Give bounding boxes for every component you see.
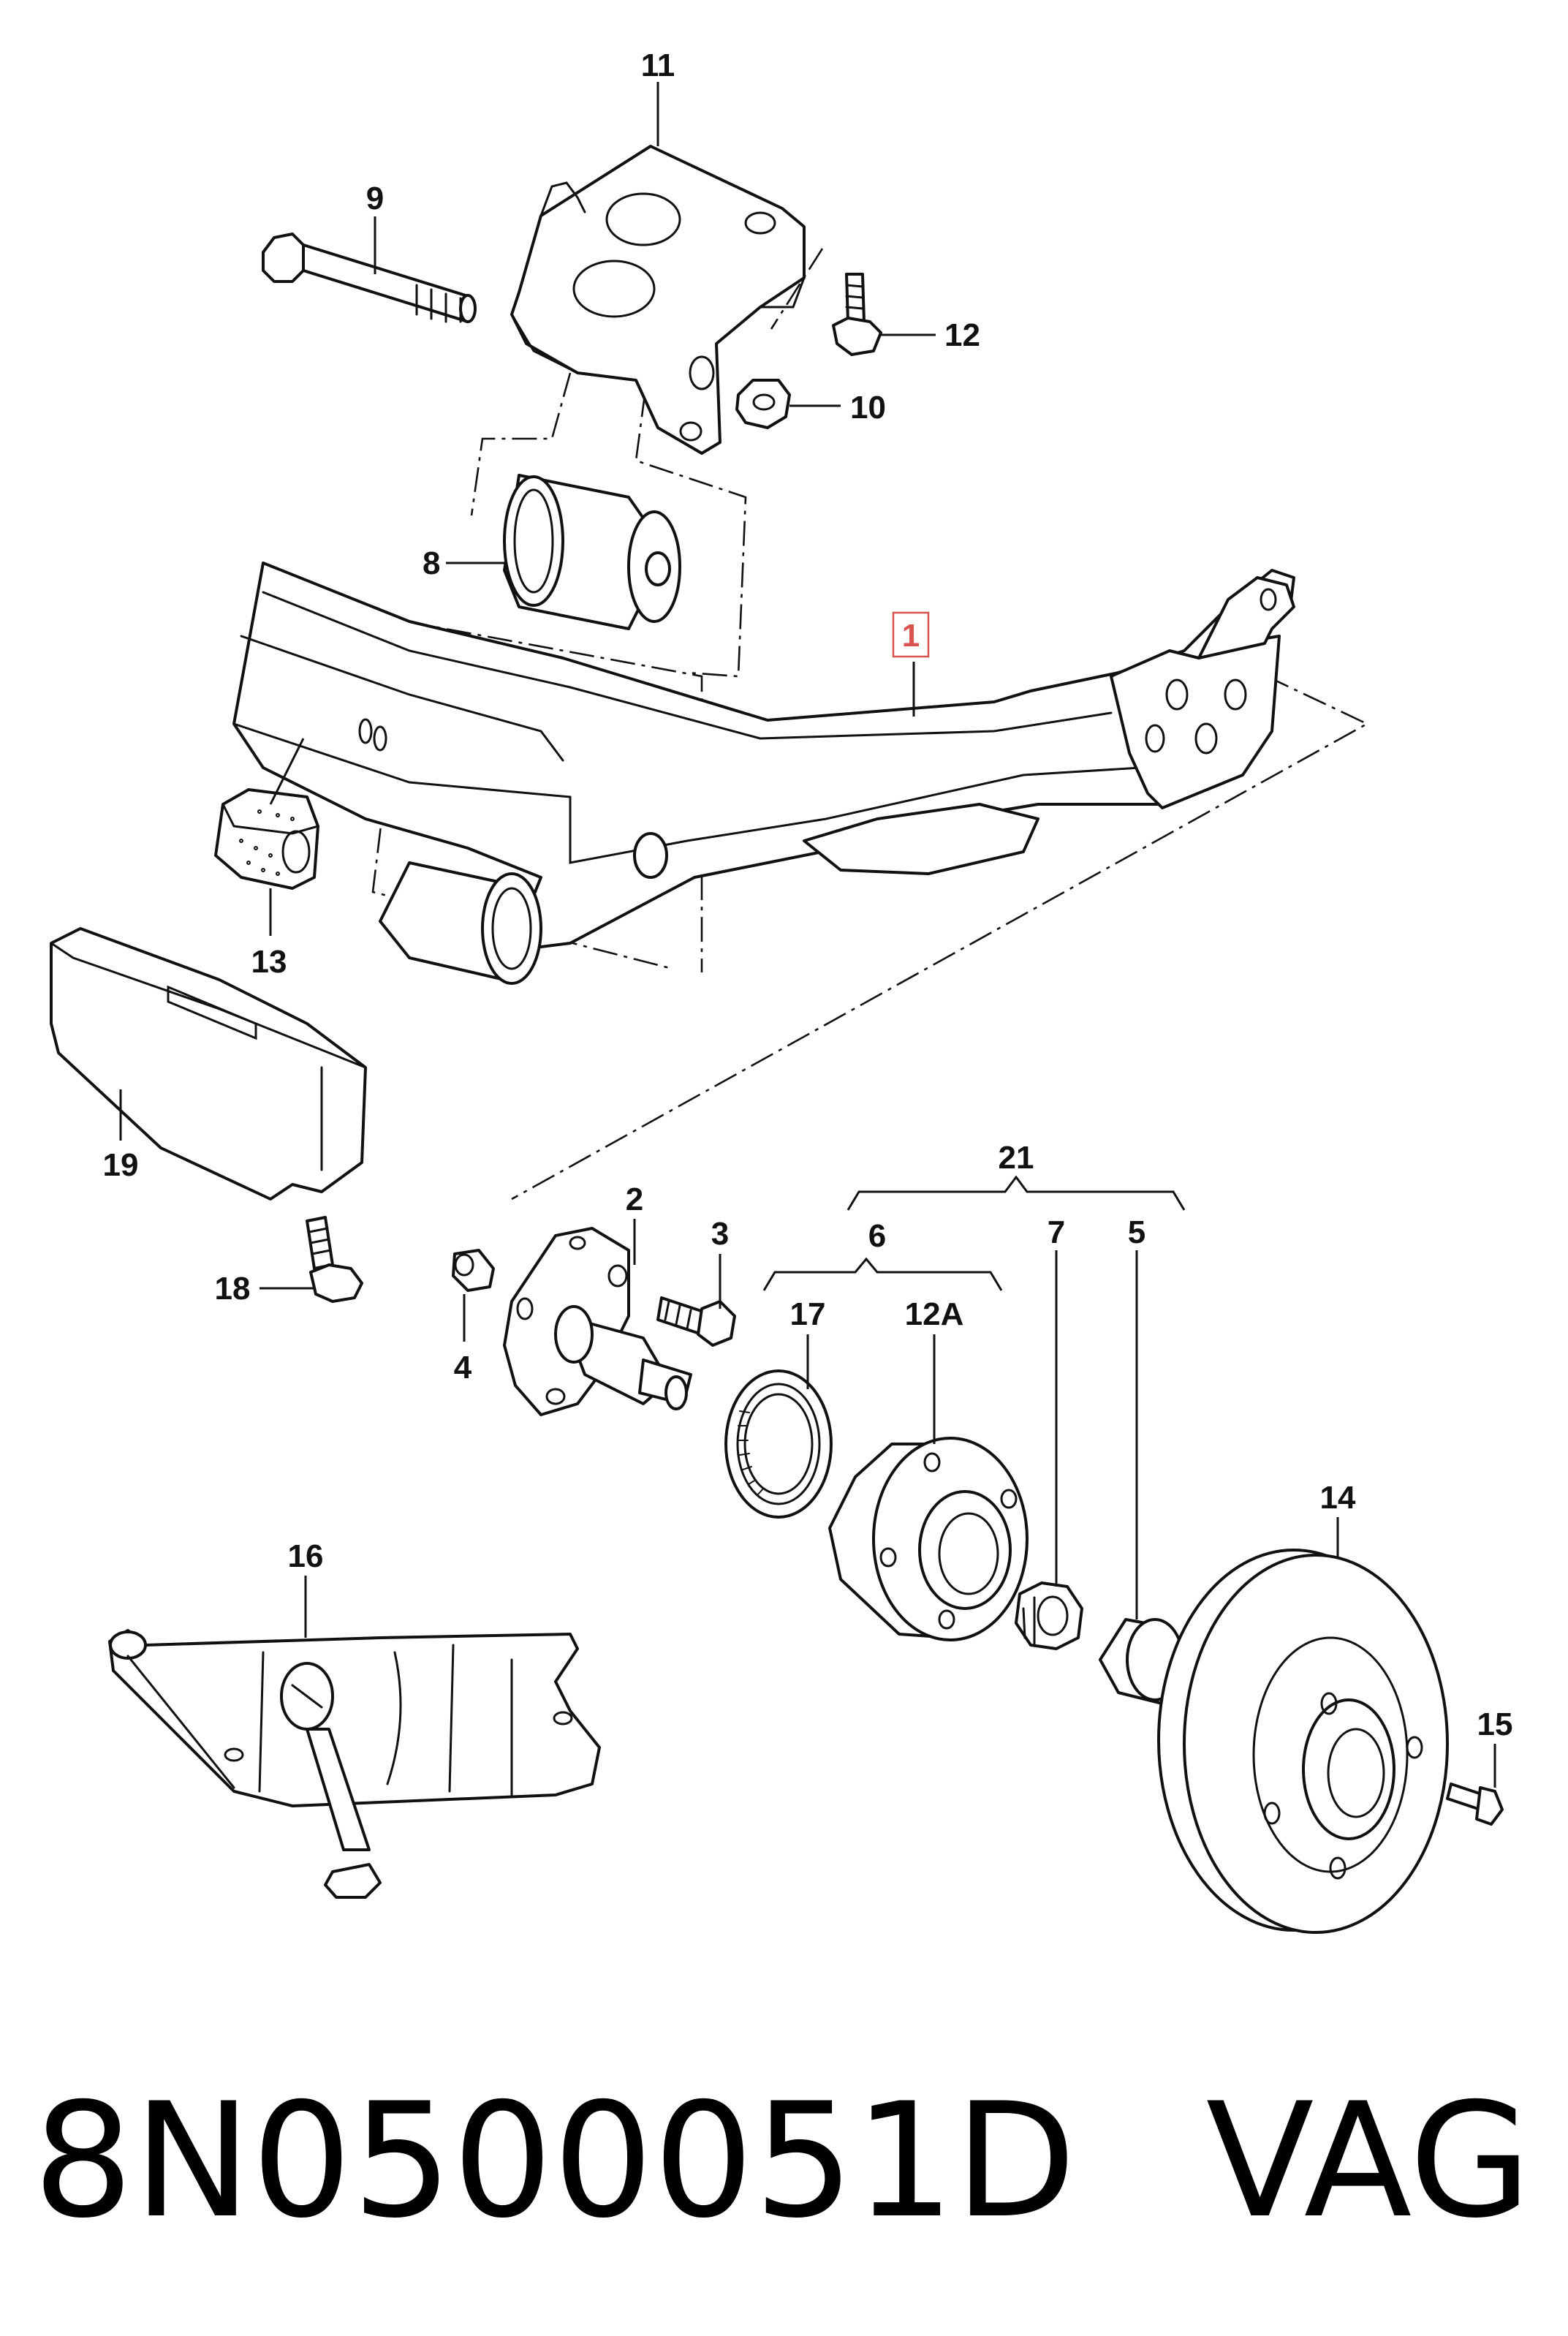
callout-13: 13 — [251, 944, 287, 980]
callout-18: 18 — [215, 1271, 251, 1307]
callout-14: 14 — [1320, 1480, 1356, 1516]
part-number-text: 8N0500051D — [33, 2069, 1076, 2253]
part-14-brake-disc — [1157, 1549, 1449, 1934]
callout-15: 15 — [1477, 1706, 1513, 1742]
callout-12A: 12A — [905, 1296, 964, 1332]
callout-5: 5 — [1128, 1214, 1145, 1250]
part-10-nut — [735, 379, 791, 429]
callout-10: 10 — [850, 390, 886, 426]
callout-16: 16 — [288, 1538, 324, 1574]
part-4-sleeve — [452, 1249, 495, 1292]
part-13-bump-stop — [214, 788, 319, 890]
callout-labels: 11 9 12 10 8 1 13 19 18 4 2 3 21 6 7 5 1… — [103, 48, 1513, 1742]
callout-12: 12 — [944, 317, 980, 353]
callout-9: 9 — [366, 181, 384, 216]
brand-text: VAG — [1206, 2069, 1531, 2253]
callout-19: 19 — [103, 1147, 139, 1183]
part-12A-wheel-hub — [828, 1437, 1029, 1641]
callout-8: 8 — [423, 545, 440, 581]
callout-17: 17 — [790, 1296, 826, 1332]
part-8-bushing — [503, 474, 681, 630]
callout-11: 11 — [641, 48, 675, 83]
part-1-axle-beam — [232, 562, 1295, 985]
part-2-stub-axle — [503, 1227, 692, 1416]
callout-4: 4 — [454, 1350, 472, 1386]
footer: 8N0500051D VAG — [33, 2069, 1531, 2253]
callout-1-highlight-box — [892, 611, 930, 658]
leader-lines — [119, 82, 1496, 1788]
callout-21: 21 — [999, 1140, 1034, 1176]
part-18-bolt — [306, 1216, 363, 1303]
part-15-screw — [1446, 1783, 1504, 1826]
part-19-bumper-pad — [50, 927, 367, 1201]
part-3-bolt — [656, 1296, 736, 1347]
part-16-heat-shield — [108, 1629, 601, 1899]
callout-6: 6 — [868, 1218, 886, 1254]
part-12-small-bolt — [832, 273, 882, 356]
part-11-mounting-bracket — [510, 145, 806, 455]
callout-2: 2 — [626, 1182, 643, 1217]
part-9-long-bolt — [262, 233, 477, 323]
callout-3: 3 — [711, 1216, 729, 1252]
callout-7: 7 — [1048, 1214, 1065, 1250]
callout-1: 1 — [902, 618, 920, 654]
part-17-abs-ring — [724, 1369, 833, 1519]
part-7-axle-nut — [1015, 1581, 1083, 1650]
